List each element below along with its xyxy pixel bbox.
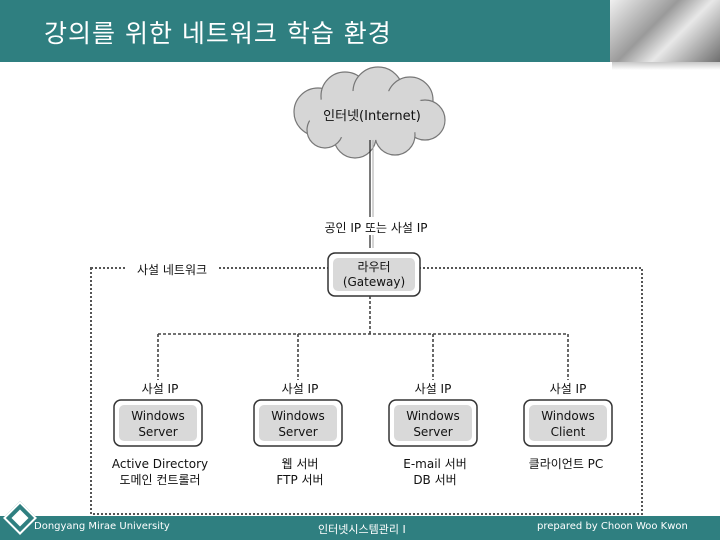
node-role-line2: 도메인 컨트롤러 <box>119 473 200 487</box>
node-mail-db-server: 사설 IP Windows Server E-mail 서버 DB 서버 <box>388 382 478 487</box>
node-role-line1: Active Directory <box>112 457 208 471</box>
node-ip-label: 사설 IP <box>415 382 452 396</box>
node-os-line2: Server <box>138 425 177 439</box>
router-line2: (Gateway) <box>343 275 405 289</box>
node-role-line1: E-mail 서버 <box>403 457 467 471</box>
node-domain-controller: 사설 IP Windows Server Active Directory 도메… <box>112 382 208 487</box>
footer-bar <box>0 516 720 540</box>
footer-course: 인터넷시스템관리 I <box>318 523 406 536</box>
router-line1: 라우터 <box>357 260 390 274</box>
slide-title: 강의를 위한 네트워크 학습 환경 <box>44 19 392 48</box>
node-os-line2: Server <box>278 425 317 439</box>
node-role-line2: FTP 서버 <box>276 473 323 487</box>
node-os-line1: Windows <box>271 409 325 423</box>
corner-logo-shadow <box>612 62 720 70</box>
node-os-line1: Windows <box>541 409 595 423</box>
internet-cloud: 인터넷(Internet) <box>293 66 446 159</box>
node-os-line2: Client <box>551 425 586 439</box>
corner-logo-art <box>610 0 720 62</box>
title-bar <box>0 0 610 62</box>
node-ip-label: 사설 IP <box>550 382 587 396</box>
private-network-region <box>90 267 643 515</box>
node-web-ftp-server: 사설 IP Windows Server 웹 서버 FTP 서버 <box>253 382 343 487</box>
cloud-label: 인터넷(Internet) <box>323 109 421 124</box>
node-os-line1: Windows <box>406 409 460 423</box>
node-role-line1: 클라이언트 PC <box>529 457 604 471</box>
node-client-pc: 사설 IP Windows Client 클라이언트 PC <box>523 382 613 471</box>
node-os-line2: Server <box>413 425 452 439</box>
node-role-line1: 웹 서버 <box>282 457 319 471</box>
distribution-lines <box>157 296 569 380</box>
link-label: 공인 IP 또는 사설 IP <box>324 221 427 235</box>
footer-author: prepared by Choon Woo Kwon <box>537 521 688 532</box>
footer-university: Dongyang Mirae University <box>34 521 170 532</box>
node-os-line1: Windows <box>131 409 185 423</box>
node-role-line2: DB 서버 <box>413 473 456 487</box>
node-ip-label: 사설 IP <box>282 382 319 396</box>
region-label: 사설 네트워크 <box>137 263 207 277</box>
router: 라우터 (Gateway) <box>327 252 421 297</box>
node-ip-label: 사설 IP <box>142 382 179 396</box>
